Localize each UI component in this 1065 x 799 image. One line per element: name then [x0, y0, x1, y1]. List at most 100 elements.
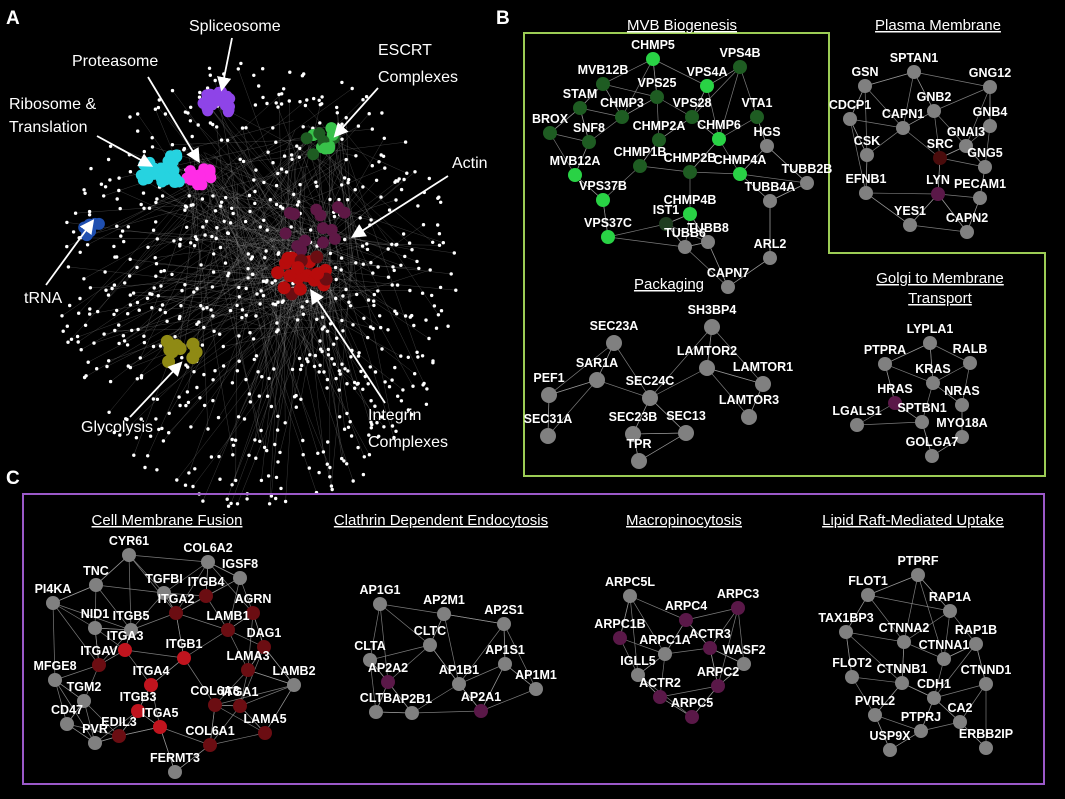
ribosome-node: [141, 164, 153, 176]
module-edge: [884, 342, 931, 365]
gene-label-itgb4: ITGB4: [188, 575, 225, 589]
module-edge: [961, 362, 971, 406]
gene-node-csk: [860, 148, 874, 162]
network-node: [117, 323, 121, 327]
module-edge: [711, 326, 764, 385]
network-node: [439, 200, 443, 204]
gene-label-chmp4a: CHMP4A: [714, 153, 767, 167]
gene-label-capn2: CAPN2: [946, 211, 988, 225]
network-node: [186, 400, 191, 405]
network-node: [112, 430, 117, 435]
network-node: [104, 288, 108, 292]
module-edge: [933, 683, 987, 699]
network-node: [154, 417, 158, 421]
network-node: [348, 420, 352, 424]
gene-node-chmp4b: [683, 207, 697, 221]
network-node: [201, 225, 205, 229]
network-node: [315, 184, 319, 188]
module-edge: [865, 192, 911, 226]
network-edge: [301, 159, 347, 249]
network-node: [369, 218, 373, 222]
network-node: [428, 268, 432, 272]
gene-node-sh3bp4: [704, 319, 720, 335]
gene-node-gnai3: [959, 139, 973, 153]
network-node: [342, 176, 347, 180]
network-node: [303, 103, 308, 108]
gene-label-arpc1a: ARPC1A: [639, 633, 690, 647]
network-node: [122, 339, 127, 343]
network-node: [353, 188, 357, 192]
network-node: [78, 250, 82, 254]
network-node: [430, 293, 434, 298]
network-node: [396, 394, 400, 398]
network-node: [86, 360, 90, 364]
network-node: [178, 237, 183, 241]
gene-node-vps4b: [733, 60, 747, 74]
network-node: [108, 144, 113, 148]
network-node: [369, 426, 373, 430]
network-node: [159, 284, 163, 288]
gene-node-cdcp1: [843, 112, 857, 126]
network-edge: [216, 227, 309, 233]
network-node: [411, 384, 415, 388]
module-edge: [150, 684, 161, 728]
gene-node-arpc5l: [623, 589, 637, 603]
network-node: [157, 427, 161, 432]
network-node: [253, 201, 257, 206]
module-edge: [159, 726, 211, 746]
module-edge: [902, 127, 941, 159]
gene-node-sec23b: [625, 426, 641, 442]
gene-node-ca2: [953, 715, 967, 729]
integrin-node: [277, 281, 291, 295]
network-node: [218, 204, 223, 208]
module-edge: [163, 592, 207, 597]
network-node: [343, 367, 347, 371]
module-edge: [607, 223, 667, 238]
network-edge: [199, 92, 337, 277]
gene-label-vps37b: VPS37B: [579, 179, 627, 193]
network-node: [277, 251, 281, 255]
network-node: [361, 262, 365, 266]
network-node: [337, 197, 341, 202]
network-node: [160, 426, 164, 431]
module-edge: [83, 700, 96, 744]
gene-label-ap2b1: AP2B1: [392, 692, 432, 706]
gene-node-ralb: [963, 356, 977, 370]
network-node: [156, 294, 160, 298]
network-node: [365, 242, 369, 246]
module-edge: [52, 602, 56, 681]
network-node: [278, 450, 282, 455]
network-node: [203, 233, 207, 237]
network-node: [135, 300, 140, 305]
network-node: [218, 477, 222, 481]
module-edge: [52, 602, 132, 631]
network-node: [401, 232, 406, 236]
network-node: [367, 112, 371, 116]
network-node: [150, 292, 154, 296]
ribosome-cluster: [135, 149, 185, 188]
network-node: [219, 200, 224, 204]
network-node: [390, 378, 394, 382]
gene-node-myo18a: [955, 430, 969, 444]
network-node: [191, 203, 195, 207]
network-node: [332, 214, 337, 219]
module-edge: [458, 663, 506, 685]
network-node: [369, 420, 373, 424]
network-node: [312, 96, 316, 101]
network-node: [301, 453, 305, 457]
module-edge: [130, 612, 177, 631]
network-node: [212, 329, 216, 333]
gene-node-col6a2: [201, 555, 215, 569]
network-edge: [83, 192, 240, 279]
gene-node-hgs: [760, 139, 774, 153]
network-node: [207, 66, 212, 71]
network-node: [117, 176, 121, 180]
network-node: [222, 219, 226, 223]
network-node: [163, 112, 168, 116]
module-edge: [649, 367, 708, 399]
network-node: [167, 411, 171, 415]
network-node: [158, 308, 162, 312]
network-node: [415, 259, 419, 264]
gene-label-tgm2: TGM2: [67, 680, 102, 694]
